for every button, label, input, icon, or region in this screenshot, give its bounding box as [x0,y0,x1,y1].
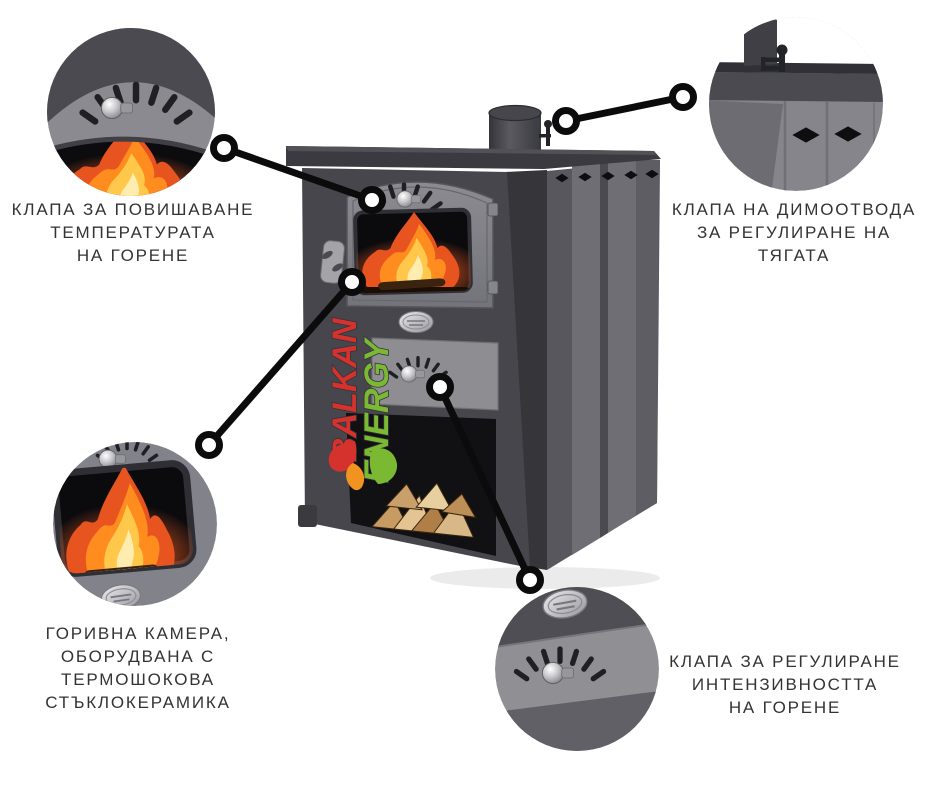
label-combustion-chamber: ГОРИВНА КАМЕРА, ОБОРУДВАНА С ТЕРМОШОКОВА… [13,622,263,714]
door-hinge-top [487,202,499,217]
label-air-valve: КЛАПА ЗА ПОВИШАВАНЕ ТЕМПЕРАТУРАТА НА ГОР… [2,198,264,267]
label-line: НА ГОРЕНЕ [728,698,842,717]
detail-upper-band [495,587,659,647]
label-line: ТЕРМОШОКОВА [61,670,215,689]
callout-line-flue-damper [562,93,687,125]
side-panel [547,160,660,570]
logo-leaf-green [369,448,398,484]
detail-photo-combustion-chamber [53,442,217,606]
logo-leaf-orange [346,463,365,491]
callout-lines [205,93,687,584]
logo-word-balkan: BALKAN [326,317,364,462]
door-hinge-bottom [487,280,499,295]
detail-photo-primary-air-valve [47,28,215,196]
callout-ring [358,186,386,214]
callout-line-combustion-chamber [205,278,356,449]
base-foot [298,505,317,527]
label-line: КЛАПА ЗА РЕГУЛИРАНЕ [669,652,901,671]
detail-damper-lever [761,44,788,72]
callout-ring [426,373,454,401]
chimney-pipe [488,104,542,152]
callout-ring [552,107,580,135]
detail-photo-intensity-valve [495,587,659,751]
detail-plate-front-edge [709,72,883,102]
top-plate [286,146,661,169]
label-line: НА ГОРЕНЕ [76,246,190,265]
label-line: ОБОРУДВАНА С [60,647,216,666]
callout-rings [195,83,697,594]
detail-door-top-frame [47,28,215,123]
label-intensity-valve: КЛАПА ЗА РЕГУЛИРАНЕ ИНТЕНЗИВНОСТТА НА ГО… [650,650,920,719]
detail-photo-flue-damper [709,17,883,191]
detail-lower-shadow [495,691,659,751]
balkan-energy-logo: BALKAN ENERGY [325,316,398,491]
latch-handle [320,240,345,284]
detail-plate-top-edge [709,62,883,74]
label-line: ЗА РЕГУЛИРАНЕ НА [696,223,892,242]
fire-door [346,181,499,309]
callout-line-intensity-valve [436,383,534,584]
stove-product-photo: BALKAN ENERGY [286,104,661,589]
callout-ring [338,268,366,296]
label-line: ТЕМПЕРАТУРАТА [50,223,216,242]
label-flue-damper: КЛАПА НА ДИМООТВОДА ЗА РЕГУЛИРАНЕ НА ТЯГ… [658,198,930,267]
logo-leaf-red [328,441,357,472]
callout-line-air-valve [220,144,376,204]
label-line: ИНТЕНЗИВНОСТТА [691,675,879,694]
flue-damper-lever [539,120,552,146]
label-line: КЛАПА ЗА ПОВИШАВАНЕ [11,200,255,219]
stove-shadow [430,567,660,589]
label-line: КЛАПА НА ДИМООТВОДА [671,200,917,219]
detail-corner-shadow [709,100,783,191]
callout-ring [669,83,697,111]
label-line: ГОРИВНА КАМЕРА, [45,624,231,643]
callout-ring [516,566,544,594]
label-line: ТЯГАТА [757,246,831,265]
brand-badge [398,310,434,334]
corner-bevel [505,170,547,570]
callout-ring [210,134,238,162]
callout-ring [195,431,223,459]
label-line: СТЪКЛОКЕРАМИКА [45,693,231,712]
